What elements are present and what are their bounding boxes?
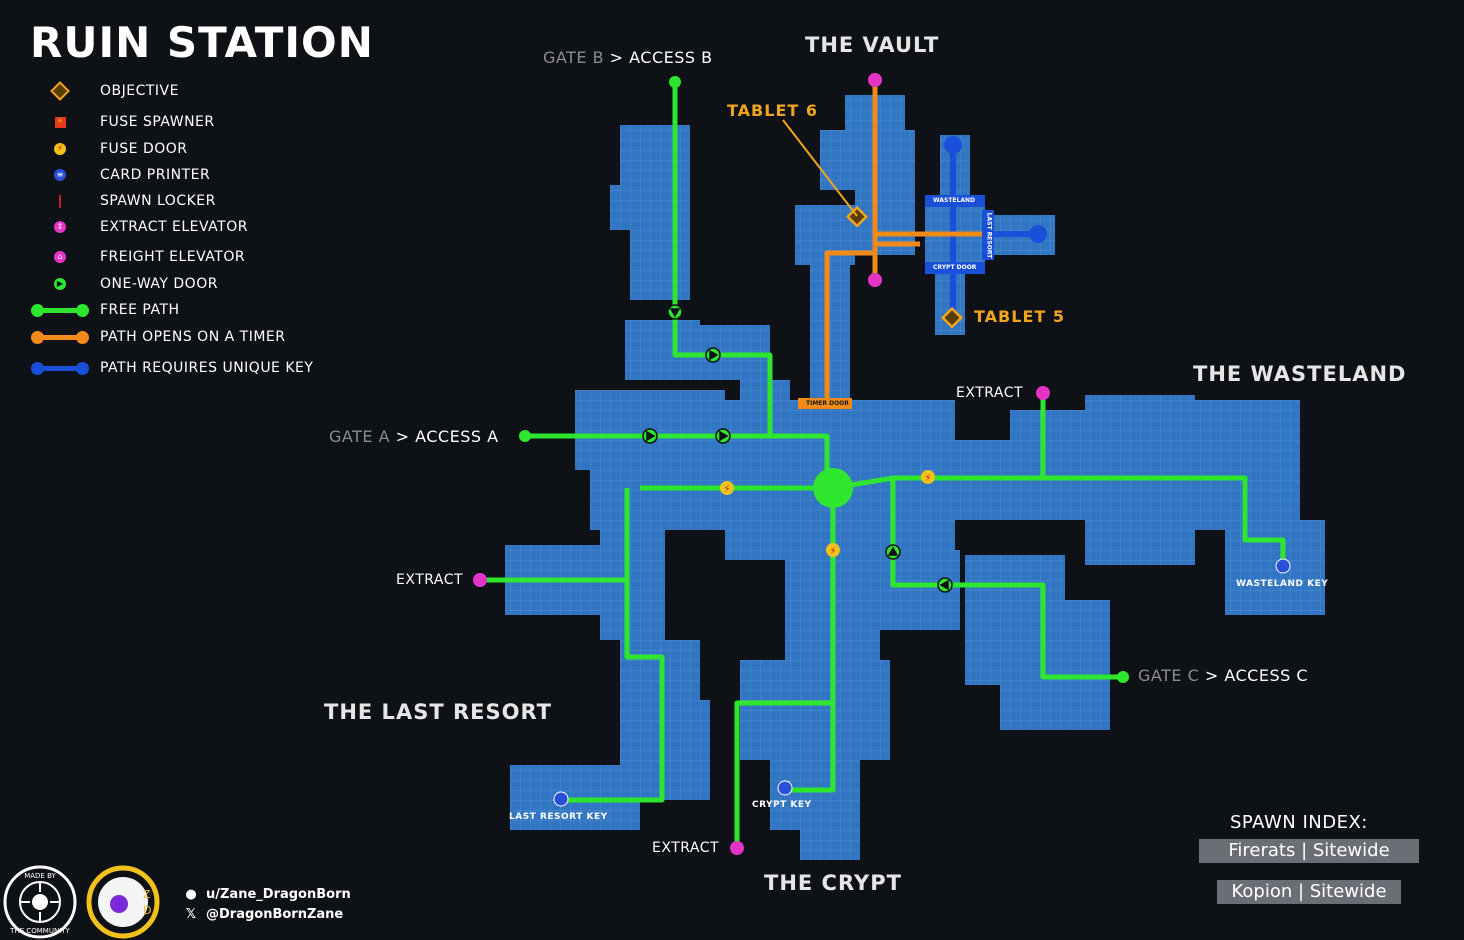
one-way-door-icon [705,347,721,363]
area-label-last-resort: THE LAST RESORT [324,700,552,724]
extract-label: EXTRACT [396,572,464,588]
tablet-5-label: TABLET 5 [974,307,1065,326]
objectives [846,205,963,329]
spawn-index-title: SPAWN INDEX: [1230,812,1368,833]
objective-icon [846,205,868,228]
made-by-community-badge: MADE BY THE COMMUNITY [3,865,77,939]
vault-crypt-door-label: CRYPT DOOR [933,264,977,271]
card-printer-icon [553,791,569,807]
timer-paths [824,82,985,405]
legend-item: SPAWN LOCKER [30,190,216,212]
extract-elevator-icon [473,573,487,587]
freight-elevator-icon [868,73,882,87]
objective-icon [941,306,963,329]
timer-path-line [31,330,89,344]
gate-b-label: GATE B > ACCESS B [543,48,713,67]
extract-elevator-icon [868,273,882,287]
card-printer-icon: ≡ [54,169,66,181]
gate-c-node [1117,671,1129,683]
spawn-locker-icon [59,194,61,208]
central-hub-node [813,468,853,508]
legend-item: ⌂ FREIGHT ELEVATOR [30,246,245,268]
legend-item: OBJECTIVE [30,80,179,102]
vault-last-resort-door-label: LAST RESORT [985,212,993,259]
extract-elevators [473,73,1050,855]
timer-door [798,398,852,409]
one-way-door-icon [642,428,658,444]
fuse-door-icon: ⚡ [720,481,734,495]
legend-item: ≡ CARD PRINTER [30,164,210,186]
one-way-door-icon: ▶ [54,278,66,290]
card-printer-icon [777,780,793,796]
area-label-wasteland: THE WASTELAND [1193,362,1407,386]
x-icon: 𝕏 [185,906,197,922]
wasteland-key-label: WASTELAND KEY [1236,579,1329,589]
extract-label: EXTRACT [652,840,720,856]
author-logo: Z D [86,865,160,939]
last-resort-key-label: LAST RESORT KEY [509,812,608,822]
free-path-line [31,303,89,317]
one-way-doors [642,304,953,593]
svg-text:THE COMMUNITY: THE COMMUNITY [9,927,70,935]
area-label-vault: THE VAULT [805,33,940,57]
svg-text:⚡: ⚡ [924,473,931,484]
reddit-icon: ● [185,886,197,902]
svg-text:⚡: ⚡ [723,484,730,495]
legend-item: ▶ ONE-WAY DOOR [30,273,218,295]
one-way-door-icon [937,577,953,593]
extract-elevator-icon [730,841,744,855]
fuse-spawner-icon: ⚡ [54,116,66,128]
legend-item: ⚡ FUSE DOOR [30,138,188,160]
vault-wasteland-door-label: WASTELAND [933,197,975,204]
svg-text:MADE BY: MADE BY [24,872,56,880]
map-title: RUIN STATION [30,18,374,67]
extract-label: EXTRACT [956,385,1024,401]
legend-item: PATH REQUIRES UNIQUE KEY [30,357,313,379]
gate-a-node [519,430,531,442]
one-way-door-icon [885,544,901,560]
one-way-door-icon [715,428,731,444]
freight-elevator-icon: ⌂ [54,251,66,263]
tablet-6-label: TABLET 6 [727,101,818,120]
gate-c-label: GATE C > ACCESS C [1138,666,1309,685]
fuse-doors: ⚡ ⚡ ⚡ [720,470,935,557]
tablet-6-pointer [782,119,858,217]
timer-door-label: TIMER DOOR [806,400,849,407]
svg-text:D: D [143,904,151,917]
fuse-door-icon: ⚡ [826,543,840,557]
svg-text:Z: Z [143,888,151,901]
x-credit: 𝕏@DragonBornZane [182,904,351,924]
one-way-door-icon [667,304,683,320]
card-printer-icon [1275,558,1291,574]
gate-a-label: GATE A > ACCESS A [329,427,499,446]
legend-item: PATH OPENS ON A TIMER [30,326,286,348]
free-paths [480,82,1286,848]
legend-item: ⚡ FUSE SPAWNER [30,111,215,133]
extract-elevator-icon: ⇕ [54,221,66,233]
crypt-key-label: CRYPT KEY [752,800,812,810]
reddit-credit: ●u/Zane_DragonBorn [182,884,350,904]
spawn-index-entry: Firerats | Sitewide [1199,839,1419,863]
key-path-line [31,361,89,375]
fuse-door-icon: ⚡ [54,143,66,155]
legend-item: ⇕ EXTRACT ELEVATOR [30,216,248,238]
gate-b-node [669,76,681,88]
spawn-index-entry: Kopion | Sitewide [1217,880,1401,904]
legend-item: FREE PATH [30,299,180,321]
fuse-door-icon: ⚡ [921,470,935,484]
credits: ●u/Zane_DragonBorn 𝕏@DragonBornZane [182,884,351,924]
area-label-crypt: THE CRYPT [764,871,902,895]
vault-doors [925,195,994,274]
svg-text:⚡: ⚡ [829,546,836,557]
card-printers [553,558,1291,807]
extract-elevator-icon [1036,386,1050,400]
